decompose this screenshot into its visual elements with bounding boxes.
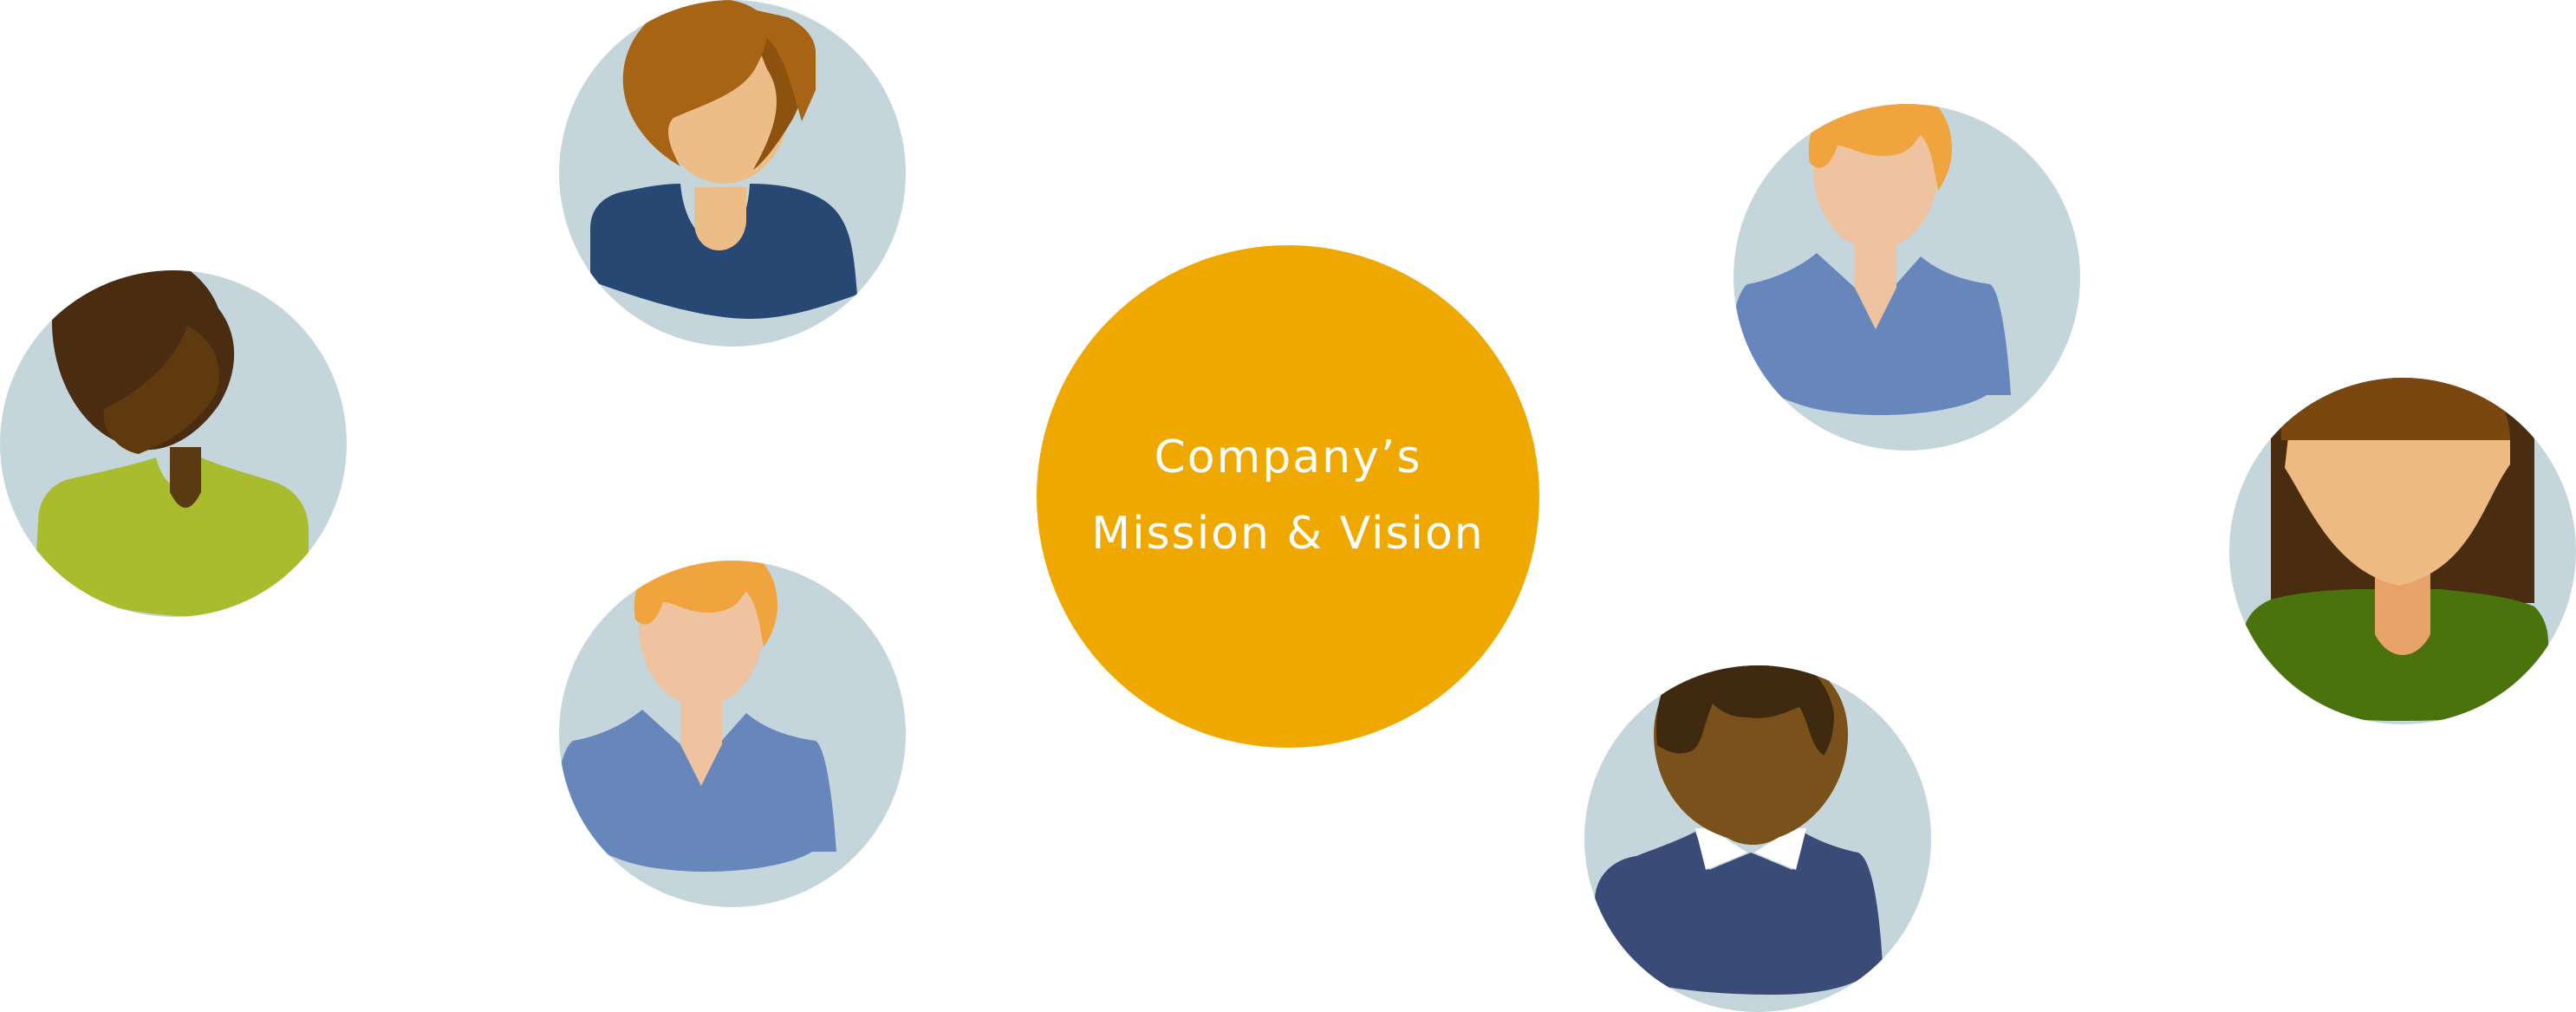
person-figure [35,270,309,617]
avatar-man-blond-right [1734,104,2080,451]
shirt [35,457,309,617]
shirt [559,710,836,873]
neck [1855,225,1896,329]
face [2285,437,2510,586]
person-figure [1591,665,1883,995]
avatar-woman-short-hair [0,270,347,617]
shirt [590,184,857,319]
hair [622,0,768,166]
hair-shade [103,326,219,454]
neck [680,682,722,786]
neck [694,187,746,250]
hair-right [757,10,816,121]
avatar-woman-wavy-hair [559,0,906,347]
avatar-man-dark-skin [1584,665,1931,1012]
shirt [1591,832,1883,995]
bangs [2280,378,2510,440]
shirt [2243,589,2548,721]
neck-front [170,447,201,508]
avatar-man-blond-left [559,561,906,907]
person-figure [2243,378,2548,721]
avatar-woman-long-hair [2229,378,2576,724]
shirt [1734,253,2011,416]
collar [1695,828,1806,870]
person-figure [590,0,857,319]
person-figure [1734,104,2011,416]
mission-vision-circle [1037,245,1539,748]
